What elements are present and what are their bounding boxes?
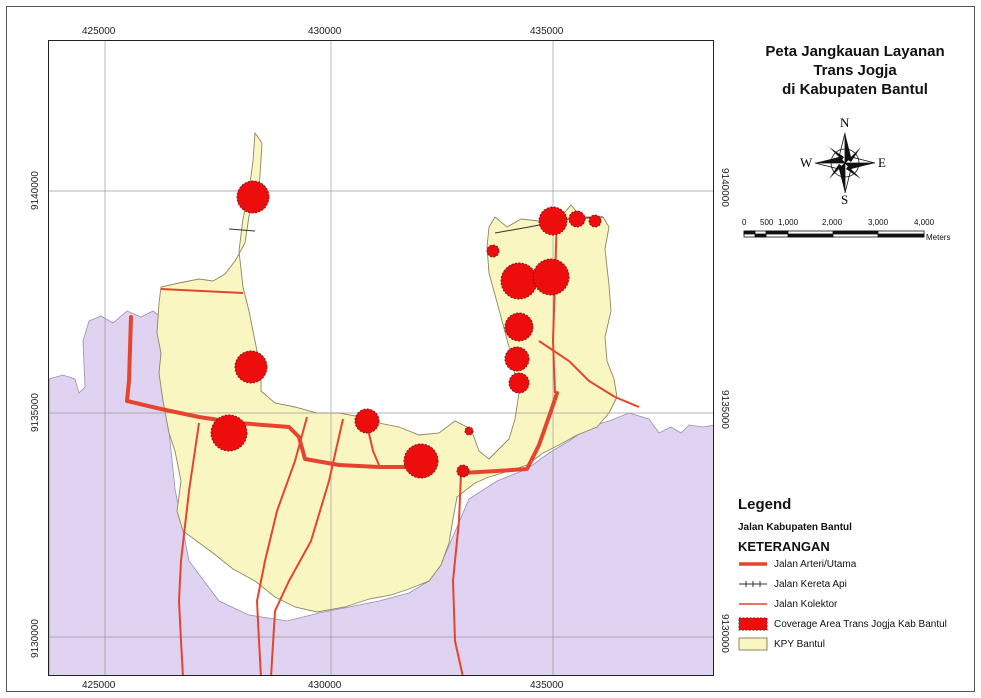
y-tick-right: 9130000 [719, 614, 730, 653]
legend-label: Jalan Kolektor [774, 598, 838, 610]
rail-line-icon [738, 577, 768, 591]
x-tick-top: 425000 [82, 26, 116, 37]
x-tick-top: 435000 [530, 26, 564, 37]
kpy-bantul-area [156, 131, 618, 613]
compass-w: W [800, 155, 813, 170]
legend-label: Jalan Arteri/Utama [774, 558, 857, 570]
legend-item: Coverage Area Trans Jogja Kab Bantul [738, 614, 974, 634]
compass-s: S [841, 192, 849, 207]
legend-label: Jalan Kereta Api [774, 578, 847, 590]
legend-label: KPY Bantul [774, 638, 825, 650]
area-patch-icon [738, 637, 768, 651]
x-tick-bottom: 425000 [82, 680, 116, 691]
scale-label: 0 [742, 218, 747, 227]
coverage-patch-icon [738, 617, 768, 631]
y-tick-right: 9140000 [719, 168, 730, 207]
scale-label: 2,000 [822, 218, 843, 227]
legend-item: Jalan Kereta Api [738, 574, 974, 594]
compass-n: N [840, 115, 850, 130]
north-arrow-icon: N S E W [800, 115, 890, 208]
legend-item: Jalan Kolektor [738, 594, 974, 614]
scale-label: 4,000 [914, 218, 935, 227]
y-tick-left: 9130000 [30, 619, 41, 658]
y-tick-left: 9135000 [30, 393, 41, 432]
scale-label: 3,000 [868, 218, 889, 227]
scale-label: 1,000 [778, 218, 799, 227]
scale-label: 500 [760, 218, 774, 227]
x-tick-top: 430000 [308, 26, 342, 37]
x-tick-bottom: 435000 [530, 680, 564, 691]
legend-heading: KETERANGAN [738, 539, 830, 554]
legend-item: KPY Bantul [738, 634, 974, 654]
y-tick-left: 9140000 [30, 171, 41, 210]
map-title: Peta Jangkauan Layanan Trans Jogja di Ka… [738, 42, 972, 99]
title-line: Peta Jangkauan Layanan [765, 43, 945, 60]
y-tick-right: 9135000 [719, 390, 730, 429]
scale-unit: Meters [926, 233, 950, 242]
legend-item: Jalan Arteri/Utama [738, 554, 974, 574]
scale-bar: 0 500 1,000 2,000 3,000 4,000 Meters [738, 216, 963, 246]
thin-line-icon [738, 597, 768, 611]
legend-title: Legend [738, 496, 792, 513]
map-canvas[interactable] [48, 40, 714, 676]
legend-subtitle: Jalan Kabupaten Bantul [738, 522, 852, 533]
legend-label: Coverage Area Trans Jogja Kab Bantul [774, 618, 947, 630]
x-tick-bottom: 430000 [308, 680, 342, 691]
title-line: Trans Jogja [813, 62, 897, 79]
legend: Legend Jalan Kabupaten Bantul KETERANGAN… [738, 496, 974, 654]
thick-line-icon [738, 557, 768, 571]
title-line: di Kabupaten Bantul [782, 81, 928, 98]
compass-e: E [878, 155, 886, 170]
map-frame [6, 6, 975, 692]
